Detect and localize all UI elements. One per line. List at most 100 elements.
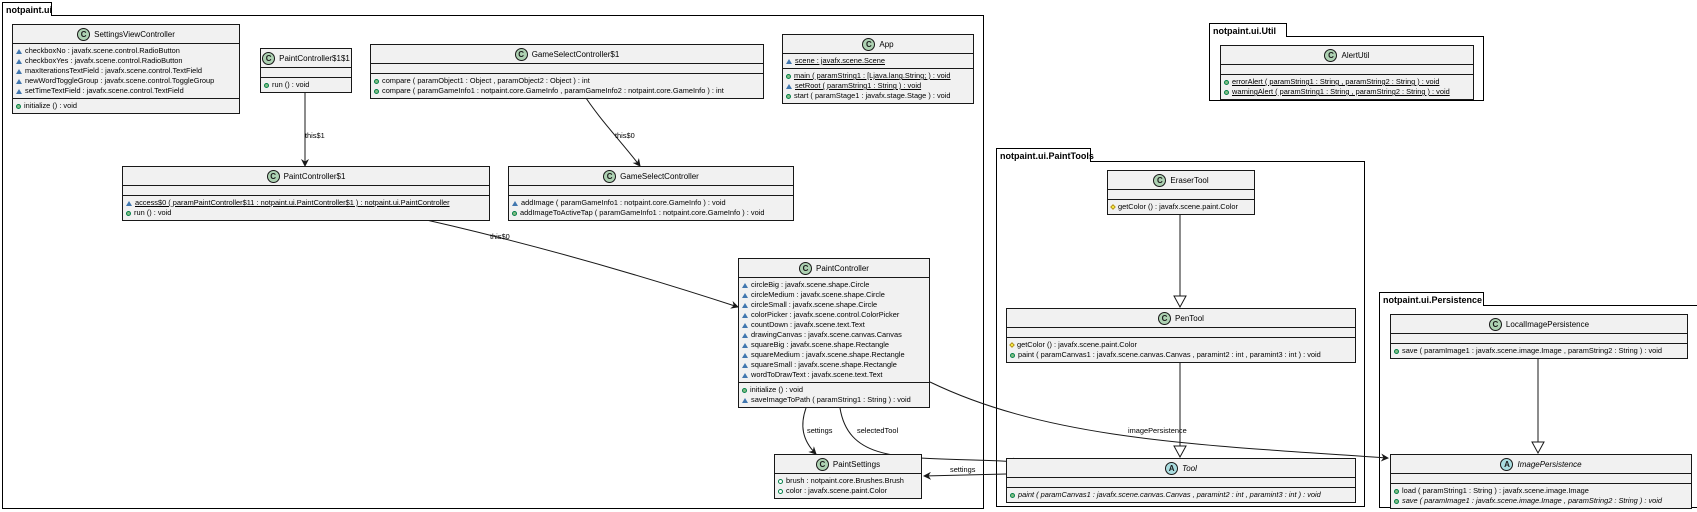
fields-section — [371, 64, 763, 74]
class-paint-controller-1-1[interactable]: C PaintController$1$1 run () : void — [260, 48, 352, 93]
package-visibility-icon — [742, 322, 748, 328]
class-name: SettingsViewController — [94, 29, 175, 39]
class-header: C PaintController — [739, 259, 929, 278]
class-icon: C — [799, 262, 813, 275]
class-name: EraserTool — [1170, 175, 1209, 185]
class-eraser-tool[interactable]: C EraserTool getColor () : javafx.scene.… — [1107, 170, 1255, 215]
class-name: PaintController$1$1 — [279, 53, 350, 63]
methods-section: main ( paramString1 : [Ljava.lang.String… — [783, 69, 973, 103]
class-game-select-controller[interactable]: C GameSelectController addImage ( paramG… — [508, 166, 794, 221]
relation-label-selected-tool: selectedTool — [857, 426, 899, 435]
class-header: C PaintController$1$1 — [261, 49, 351, 68]
class-header: C SettingsViewController — [13, 25, 239, 44]
public-visibility-icon — [374, 88, 379, 94]
field: newWordToggleGroup : javafx.scene.contro… — [25, 76, 215, 85]
package-visibility-icon — [742, 352, 748, 358]
package-visibility-icon — [126, 200, 132, 206]
method: save ( paramImage1 : javafx.scene.image.… — [1402, 346, 1663, 355]
class-header: A ImagePersistence — [1391, 455, 1691, 474]
package-visibility-icon — [742, 397, 748, 403]
class-name: GameSelectController — [620, 171, 699, 181]
fields-section — [123, 186, 489, 196]
field: maxIterationsTextField : javafx.scene.co… — [25, 66, 203, 75]
method: initialize () : void — [750, 385, 803, 394]
public-visibility-icon — [1394, 498, 1399, 504]
relation-label-this0-game: this$0 — [615, 131, 635, 140]
relation-label-this1: this$1 — [305, 131, 325, 140]
method: setRoot ( paramString1 : String ) : void — [795, 81, 922, 90]
public-visibility-icon — [1010, 352, 1015, 358]
package-visibility-icon — [16, 78, 22, 84]
class-icon: C — [603, 170, 617, 183]
package-visibility-icon — [742, 282, 748, 288]
public-visibility-icon — [1224, 89, 1229, 95]
class-app[interactable]: C App scene : javafx.scene.Scene main ( … — [782, 34, 974, 104]
method: saveImageToPath ( paramString1 : String … — [751, 395, 911, 404]
class-header: C PenTool — [1007, 309, 1355, 328]
method: run () : void — [134, 208, 172, 217]
public-visibility-icon — [126, 210, 131, 216]
methods-section: getColor () : javafx.scene.paint.Color p… — [1007, 338, 1355, 362]
method: initialize () : void — [24, 101, 77, 110]
method: access$0 ( paramPaintController$11 : not… — [135, 198, 450, 207]
package-visibility-icon — [786, 58, 792, 64]
method: compare ( paramGameInfo1 : notpaint.core… — [382, 86, 724, 95]
field: colorPicker : javafx.scene.control.Color… — [751, 310, 900, 319]
package-visibility-icon — [512, 200, 518, 206]
class-alert-util[interactable]: C AlertUtil errorAlert ( paramString1 : … — [1220, 45, 1474, 100]
class-name: GameSelectController$1 — [531, 49, 620, 59]
fields-section — [1221, 65, 1473, 75]
class-name: PaintController — [816, 263, 869, 273]
class-paint-controller[interactable]: C PaintController circleBig : javafx.sce… — [738, 258, 930, 408]
class-name: PenTool — [1175, 313, 1204, 323]
public-visibility-icon — [1394, 488, 1399, 494]
method: compare ( paramObject1 : Object , paramO… — [382, 76, 590, 85]
public-visibility-icon — [374, 78, 379, 84]
method: addImage ( paramGameInfo1 : notpaint.cor… — [521, 198, 726, 207]
fields-section — [1007, 478, 1355, 488]
field: squareBig : javafx.scene.shape.Rectangle — [751, 340, 890, 349]
methods-section: load ( paramString1 : String ) : javafx.… — [1391, 484, 1691, 508]
field: scene : javafx.scene.Scene — [795, 56, 885, 65]
class-tool[interactable]: A Tool paint ( paramCanvas1 : javafx.sce… — [1006, 458, 1356, 503]
package-visibility-icon — [16, 68, 22, 74]
methods-section: initialize () : void saveImageToPath ( p… — [739, 383, 929, 407]
class-header: C EraserTool — [1108, 171, 1254, 190]
class-local-image-persistence[interactable]: C LocalImagePersistence save ( paramImag… — [1390, 314, 1688, 359]
class-pen-tool[interactable]: C PenTool getColor () : javafx.scene.pai… — [1006, 308, 1356, 363]
field: circleBig : javafx.scene.shape.Circle — [751, 280, 870, 289]
fields-section — [1391, 474, 1691, 484]
field: setTimeTextField : javafx.scene.control.… — [25, 86, 184, 95]
methods-section: paint ( paramCanvas1 : javafx.scene.canv… — [1007, 488, 1355, 502]
methods-section: compare ( paramObject1 : Object , paramO… — [371, 74, 763, 98]
class-game-select-controller-1[interactable]: C GameSelectController$1 compare ( param… — [370, 44, 764, 99]
package-visibility-icon — [742, 292, 748, 298]
field: checkboxNo : javafx.scene.control.RadioB… — [25, 46, 180, 55]
package-util — [1209, 36, 1484, 101]
class-image-persistence[interactable]: A ImagePersistence load ( paramString1 :… — [1390, 454, 1692, 509]
methods-section: getColor () : javafx.scene.paint.Color — [1108, 200, 1254, 214]
field: circleMedium : javafx.scene.shape.Circle — [751, 290, 885, 299]
class-name: AlertUtil — [1341, 50, 1370, 60]
package-visibility-icon — [742, 342, 748, 348]
class-header: C LocalImagePersistence — [1391, 315, 1687, 334]
class-settings-view-controller[interactable]: C SettingsViewController checkboxNo : ja… — [12, 24, 240, 114]
field: brush : notpaint.core.Brushes.Brush — [786, 476, 904, 485]
class-name: PaintSettings — [832, 459, 881, 469]
class-name: PaintController$1 — [283, 171, 346, 181]
methods-section: initialize () : void — [13, 99, 239, 113]
public-visibility-icon — [1224, 79, 1229, 85]
package-visibility-icon — [742, 362, 748, 368]
class-paint-controller-1[interactable]: C PaintController$1 access$0 ( paramPain… — [122, 166, 490, 221]
class-name: App — [879, 39, 894, 49]
fields-section: checkboxNo : javafx.scene.control.RadioB… — [13, 44, 239, 99]
class-header: C GameSelectController — [509, 167, 793, 186]
fields-section — [1108, 190, 1254, 200]
method: warningAlert ( paramString1 : String , p… — [1232, 87, 1450, 96]
relation-label-settings: settings — [807, 426, 833, 435]
public-visibility-icon — [786, 73, 791, 79]
public-visibility-icon — [1010, 492, 1015, 498]
class-paint-settings[interactable]: C PaintSettings brush : notpaint.core.Br… — [774, 454, 922, 499]
class-icon: C — [1324, 49, 1338, 62]
field: circleSmall : javafx.scene.shape.Circle — [751, 300, 878, 309]
